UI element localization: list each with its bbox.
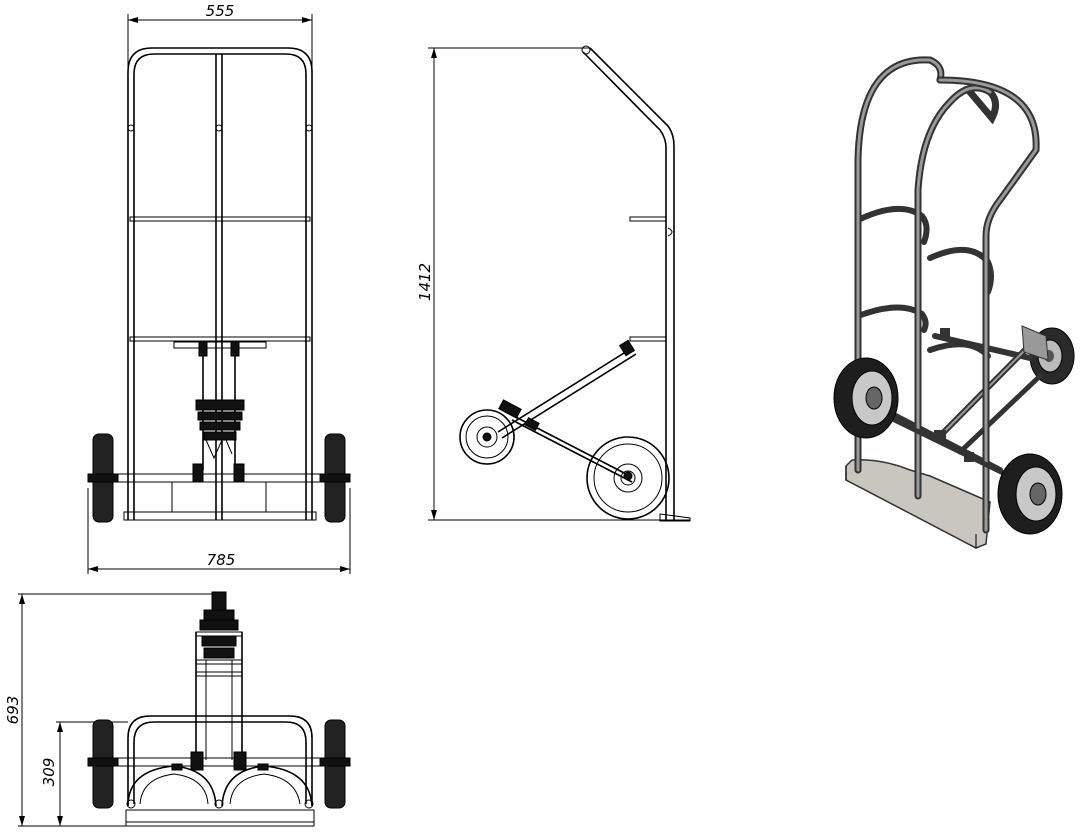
side-large-wheel xyxy=(586,436,670,520)
dimension-label-1412: 1412 xyxy=(416,263,434,301)
side-frame xyxy=(581,45,691,522)
front-frame xyxy=(117,47,323,521)
dimension-309: 309 xyxy=(40,721,128,826)
isometric-view xyxy=(833,56,1075,549)
front-center-mechanism xyxy=(192,341,245,483)
dimension-1412: 1412 xyxy=(416,47,690,521)
top-view: 693 309 xyxy=(4,591,351,827)
iso-left-wheel xyxy=(833,357,899,439)
dimension-693: 693 xyxy=(4,593,214,827)
front-view: 555 xyxy=(87,2,351,574)
front-right-wheel xyxy=(319,433,351,523)
side-small-wheel xyxy=(459,409,515,465)
top-left-wheel xyxy=(87,719,119,809)
dimension-label-309: 309 xyxy=(40,758,58,787)
top-center-mechanism xyxy=(171,591,269,771)
dimension-label-785: 785 xyxy=(207,551,236,569)
side-view: 1412 xyxy=(416,45,691,522)
front-left-wheel xyxy=(87,433,119,523)
side-struts xyxy=(497,339,637,483)
dimension-785: 785 xyxy=(87,488,351,574)
top-frame xyxy=(117,715,323,827)
dimension-label-555: 555 xyxy=(206,2,235,20)
dimension-label-693: 693 xyxy=(4,696,22,725)
iso-right-wheel xyxy=(997,453,1063,535)
dimension-555: 555 xyxy=(127,2,313,70)
top-right-wheel xyxy=(319,719,351,809)
